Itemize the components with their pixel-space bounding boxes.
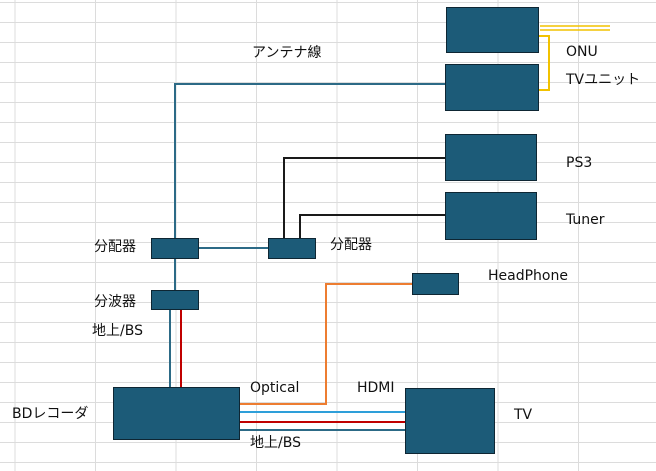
bd-recorder-box[interactable] — [113, 387, 240, 440]
antenna-cable — [169, 83, 445, 431]
ps3-box[interactable] — [445, 134, 537, 181]
optical-cable — [240, 283, 412, 405]
fiber-cable — [540, 25, 610, 31]
terrestrial-bs-bottom-label: 地上/BS — [250, 435, 301, 451]
bd-recorder-label: BDレコーダ — [12, 406, 89, 422]
splitter-right-box[interactable] — [268, 238, 316, 259]
tv-label: TV — [514, 407, 533, 423]
splitter-left-label: 分配器 — [94, 239, 136, 255]
tv-box[interactable] — [405, 388, 495, 454]
headphone-box[interactable] — [412, 273, 459, 295]
diplexer-label: 分波器 — [94, 294, 136, 310]
headphone-label: HeadPhone — [488, 268, 568, 284]
tv-unit-box[interactable] — [445, 64, 539, 111]
red-cables — [180, 310, 405, 423]
antenna-line-label: アンテナ線 — [252, 45, 322, 61]
tuner-label: Tuner — [566, 212, 605, 228]
tv-unit-label: TVユニット — [566, 72, 641, 88]
ps3-label: PS3 — [566, 155, 593, 171]
splitter-left-box[interactable] — [151, 238, 199, 259]
optical-label: Optical — [250, 380, 300, 396]
device-cables — [283, 157, 446, 239]
hdmi-label: HDMI — [357, 380, 395, 396]
splitter-right-label: 分配器 — [330, 237, 372, 253]
onu-box[interactable] — [446, 7, 539, 53]
diplexer-box[interactable] — [151, 290, 199, 310]
terrestrial-bs-top-label: 地上/BS — [92, 323, 143, 339]
onu-tvunit-link — [538, 35, 550, 91]
onu-label: ONU — [566, 44, 598, 60]
tuner-box[interactable] — [445, 192, 537, 240]
